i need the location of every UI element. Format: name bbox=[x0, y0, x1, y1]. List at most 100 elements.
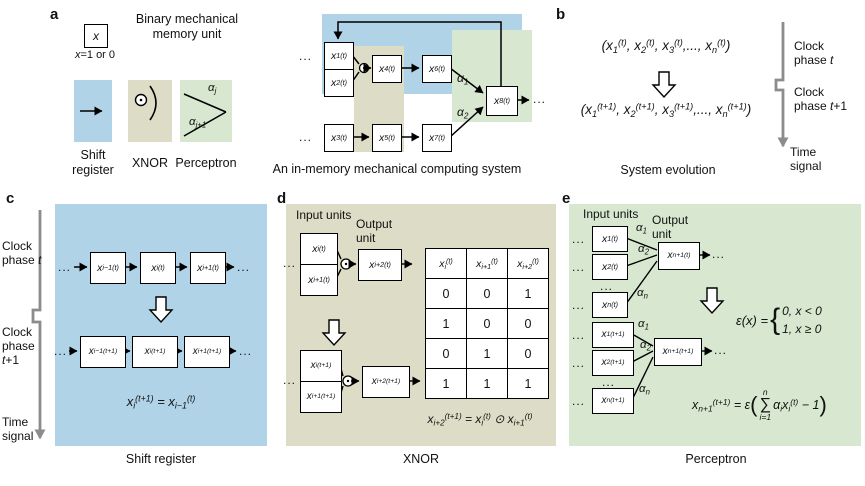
continuation-dots: ... bbox=[283, 373, 297, 387]
xnor-truth-table: xi(t) xi+1(t) xi+2(t) 0 0 1 1 0 0 0 1 0 … bbox=[425, 248, 549, 399]
continuation-dots: ... bbox=[237, 260, 251, 274]
truth-row: 1 0 0 bbox=[425, 308, 549, 339]
panel-b-caption: System evolution bbox=[620, 163, 716, 177]
continuation-dots: ... bbox=[714, 343, 728, 357]
input-units-label: Input units bbox=[296, 208, 352, 222]
clock-phase-t-label: Clock phase t bbox=[2, 239, 42, 267]
time-axis-b bbox=[774, 22, 789, 148]
alpha2-label: α2 bbox=[638, 243, 649, 257]
continuation-dots: ... bbox=[299, 49, 313, 63]
sum-lower-limit: i=1 bbox=[759, 411, 772, 422]
down-arrow-icon bbox=[651, 71, 677, 99]
truth-cell: 1 bbox=[425, 308, 467, 339]
continuation-dots: ... bbox=[572, 298, 586, 312]
truth-cell: 1 bbox=[507, 368, 549, 399]
output-unit-label: Output unit bbox=[652, 213, 689, 241]
alpha2-label: α2 bbox=[640, 339, 651, 353]
continuation-dots: ... bbox=[54, 344, 68, 358]
truth-header-xi1: xi+1(t) bbox=[466, 248, 508, 279]
panel-c-background bbox=[55, 204, 267, 446]
memory-unit-title: Binary mechanical memory unit bbox=[135, 12, 239, 41]
panel-e-label: e bbox=[562, 190, 571, 207]
ellipsis-dots: ... bbox=[600, 279, 614, 293]
panel-e-caption: Perceptron bbox=[685, 452, 747, 466]
close-paren: ) bbox=[819, 391, 827, 417]
summation-symbol: n ∑ i=1 bbox=[759, 388, 771, 421]
continuation-dots: ... bbox=[572, 328, 586, 342]
legend-weight-j1-label: αj+1 bbox=[189, 116, 207, 130]
epsilon-case-2: 1, x ≥ 0 bbox=[782, 322, 822, 336]
open-paren: ( bbox=[750, 391, 758, 417]
clock-phase-t-label: Clock phase t bbox=[794, 39, 834, 67]
truth-row: 0 0 1 bbox=[425, 278, 549, 309]
truth-cell: 0 bbox=[466, 278, 508, 309]
epsilon-case-1: 0, x < 0 bbox=[782, 304, 822, 318]
legend-shift-swatch bbox=[74, 80, 112, 142]
continuation-dots: ... bbox=[572, 232, 586, 246]
equation-lhs: xn+1(t+1) = ε bbox=[692, 396, 751, 414]
time-signal-label: Time signal bbox=[2, 415, 34, 443]
continuation-dots: ... bbox=[572, 394, 586, 408]
truth-cell: 0 bbox=[425, 278, 467, 309]
panel-b-label: b bbox=[556, 6, 566, 23]
continuation-dots: ... bbox=[572, 260, 586, 274]
legend-shift-label: Shift register bbox=[72, 148, 114, 177]
alpha1-label: α1 bbox=[638, 318, 649, 332]
input-units-label: Input units bbox=[583, 207, 639, 221]
case-brace: { bbox=[770, 303, 781, 336]
system-caption: An in-memory mechanical computing system bbox=[272, 162, 522, 176]
truth-cell: 0 bbox=[466, 308, 508, 339]
legend-xnor-swatch bbox=[128, 80, 172, 142]
continuation-dots: ... bbox=[239, 344, 253, 358]
truth-cell: 0 bbox=[425, 338, 467, 369]
panel-d-label: d bbox=[277, 190, 287, 207]
continuation-dots: ... bbox=[533, 92, 547, 106]
sigma-icon: ∑ bbox=[759, 395, 771, 413]
sum-upper-limit: n bbox=[762, 387, 768, 397]
continuation-dots: ... bbox=[283, 256, 297, 270]
epsilon-lhs: ε(x) = bbox=[736, 312, 769, 328]
memory-unit-caption: x=1 or 0 bbox=[74, 49, 116, 61]
alphan-label: αn bbox=[639, 383, 650, 397]
truth-cell: 0 bbox=[507, 338, 549, 369]
legend-perceptron-label: Perceptron bbox=[175, 156, 237, 170]
epsilon-definition: ε(x) = { 0, x < 0 1, x ≥ 0 bbox=[736, 302, 822, 338]
clock-phase-t1-label: Clock phase t+1 bbox=[2, 325, 35, 367]
truth-cell: 1 bbox=[466, 338, 508, 369]
panel-a-label: a bbox=[50, 6, 59, 23]
epsilon-cases: 0, x < 0 1, x ≥ 0 bbox=[782, 302, 822, 338]
legend-xnor-label: XNOR bbox=[131, 156, 169, 170]
continuation-dots: ... bbox=[712, 247, 726, 261]
truth-header-xi2: xi+2(t) bbox=[507, 248, 549, 279]
alphan-label: αn bbox=[637, 287, 648, 301]
truth-row: 1 1 1 bbox=[425, 368, 549, 399]
alpha1-label: α1 bbox=[457, 71, 469, 87]
state-vector-t: (x1(t), x2(t), x3(t),..., xn(t)) bbox=[601, 37, 731, 55]
panel-d-caption: XNOR bbox=[402, 452, 440, 466]
